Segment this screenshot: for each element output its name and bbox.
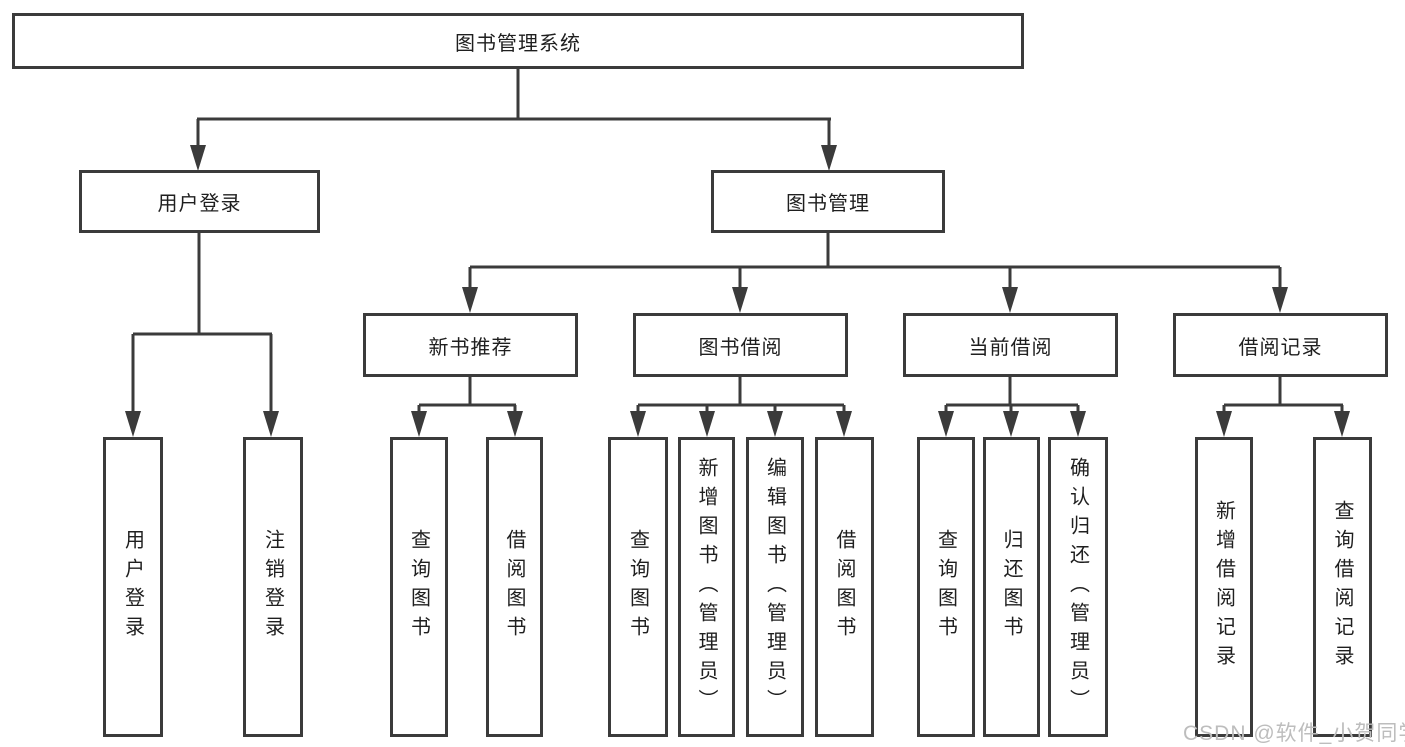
branch-book-borrow — [630, 377, 852, 437]
branch-book-management — [462, 233, 1288, 313]
node-confirm-return-admin: 确认归还（管理员） — [1048, 437, 1108, 737]
node-label: 图书借阅 — [698, 336, 783, 359]
node-query-books: 查询图书 — [608, 437, 668, 737]
node-add-book-admin: 新增图书（管理员） — [678, 437, 735, 737]
branch-user-login — [125, 233, 279, 437]
branch-root — [190, 69, 837, 171]
node-label: 图书管理 — [786, 193, 870, 215]
node-borrow-records: 借阅记录 — [1173, 313, 1388, 377]
node-user-login: 用户登录 — [79, 170, 320, 233]
node-label: 新增借阅记录 — [1212, 500, 1235, 674]
node-new-book-recommend: 新书推荐 — [363, 313, 578, 377]
node-label: 用户登录 — [157, 193, 242, 215]
node-root: 图书管理系统 — [12, 13, 1024, 69]
node-label: 查询图书 — [934, 529, 957, 645]
node-current-borrow: 当前借阅 — [903, 313, 1118, 377]
node-label: 查询图书 — [407, 529, 430, 645]
node-label: 借阅图书 — [503, 529, 525, 645]
node-return-books: 归还图书 — [983, 437, 1040, 737]
branch-borrow-records — [1216, 377, 1350, 437]
node-label: 新书推荐 — [428, 336, 513, 359]
node-label: 借阅图书 — [833, 529, 855, 645]
node-book-borrow: 图书借阅 — [633, 313, 848, 377]
node-edit-book-admin: 编辑图书（管理员） — [746, 437, 804, 737]
node-label: 新增图书（管理员） — [695, 456, 717, 718]
node-query-borrow-record: 查询借阅记录 — [1313, 437, 1372, 737]
branch-new-book-recommend — [411, 377, 523, 437]
node-label: 当前借阅 — [968, 336, 1053, 359]
node-label: 注销登录 — [261, 529, 284, 645]
csdn-watermark: CSDN @软件_小贺同学 — [1183, 722, 1405, 745]
node-root-label: 图书管理系统 — [455, 32, 581, 55]
node-borrow-books: 借阅图书 — [815, 437, 874, 737]
node-query-books: 查询图书 — [917, 437, 975, 737]
node-label: 归还图书 — [1000, 529, 1022, 645]
node-logout: 注销登录 — [243, 437, 303, 737]
node-user-login-leaf: 用户登录 — [103, 437, 163, 737]
node-borrow-books: 借阅图书 — [486, 437, 543, 737]
node-label: 编辑图书（管理员） — [763, 456, 786, 718]
node-label: 用户登录 — [121, 529, 144, 645]
node-label: 确认归还（管理员） — [1066, 456, 1089, 718]
node-query-books: 查询图书 — [390, 437, 448, 737]
branch-current-borrow — [938, 377, 1086, 437]
node-add-borrow-record: 新增借阅记录 — [1195, 437, 1253, 737]
node-label: 查询借阅记录 — [1331, 500, 1353, 674]
node-label: 查询图书 — [626, 529, 649, 645]
node-label: 借阅记录 — [1238, 336, 1323, 359]
node-book-management: 图书管理 — [711, 170, 945, 233]
